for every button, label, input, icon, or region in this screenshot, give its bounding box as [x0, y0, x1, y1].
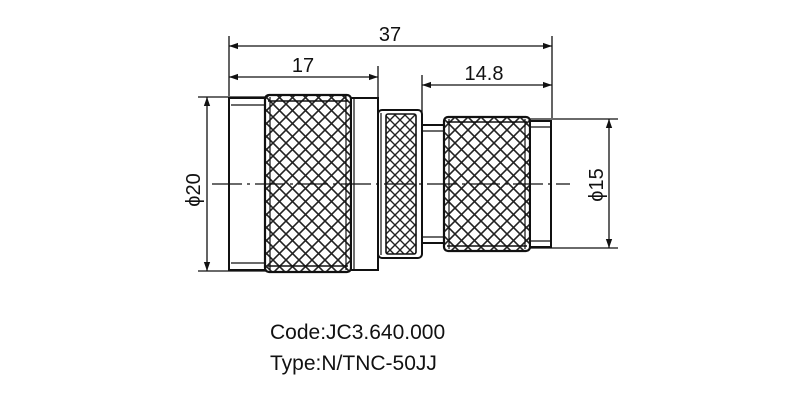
dim-label-n-diameter: ϕ20: [183, 173, 205, 206]
dim-label-n-side: 17: [292, 55, 314, 77]
part-type-label: Type:N/TNC-50JJ: [270, 352, 437, 375]
dim-label-overall: 37: [379, 24, 401, 46]
dimension-lines: [198, 36, 618, 272]
dim-label-tnc-diameter: ϕ15: [586, 168, 608, 201]
dim-label-tnc-side: 14.8: [465, 63, 504, 85]
part-code-label: Code:JC3.640.000: [270, 321, 446, 344]
